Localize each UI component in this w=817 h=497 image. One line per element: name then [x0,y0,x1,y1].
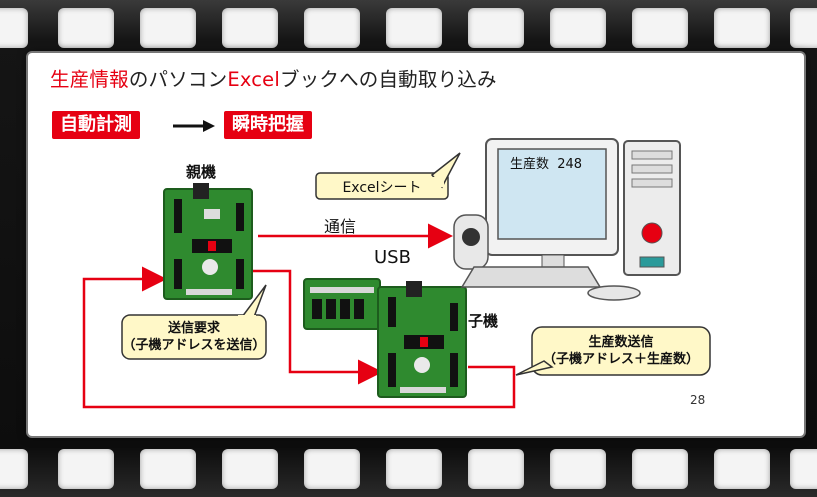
parent-board-icon [163,183,253,300]
slide-title: 生産情報のパソコンExcelブックへの自動取り込み [50,63,497,92]
send-request-callout: 送信要求 （子機アドレスを送信） [122,320,266,354]
excel-callout-text: Excelシート [342,180,422,196]
title-text-pc: のパソコン [128,68,228,91]
film-hole [0,449,28,489]
count-send-callout: 生産数送信 （子機アドレス＋生産数） [532,334,710,368]
film-hole [304,8,360,48]
film-hole [222,449,278,489]
film-hole [790,449,817,489]
usb-label: USB [374,247,411,268]
count-send-title: 生産数送信 [588,335,654,350]
film-hole [714,449,770,489]
title-highlight-excel: Excel [227,68,280,91]
film-hole [140,449,196,489]
send-request-detail: （子機アドレスを送信） [122,338,266,353]
film-hole [304,449,360,489]
count-send-bubble [515,326,711,376]
auto-measure-box: 自動計測 [52,111,140,139]
reply-line [82,266,516,409]
film-hole [58,449,114,489]
film-hole [222,8,278,48]
film-hole [550,449,606,489]
film-hole [0,8,28,48]
film-hole [714,8,770,48]
film-hole [386,449,442,489]
comm-label: 通信 [324,217,357,236]
film-hole [632,449,688,489]
parent-unit-label: 親機 [186,163,217,181]
film-hole [790,8,817,48]
monitor-screen-text: 生産数 248 [510,157,583,172]
send-request-title: 送信要求 [167,321,220,336]
title-highlight-production: 生産情報 [50,68,129,91]
page-number: 28 [690,393,706,407]
film-hole [58,8,114,48]
child-unit-label: 子機 [468,312,499,330]
request-line [252,269,383,385]
excel-callout-bubble [315,152,461,200]
film-hole [632,8,688,48]
film-hole [468,449,524,489]
connection-diagram [82,138,711,409]
count-send-detail: （子機アドレス＋生産数） [542,352,699,367]
flow-arrow [173,120,215,132]
film-hole [386,8,442,48]
title-text-book: ブックへの自動取り込み [279,68,497,91]
film-hole [550,8,606,48]
send-request-bubble [121,284,267,360]
child-board-icon [377,281,467,398]
instant-grasp-box: 瞬時把握 [224,111,312,139]
film-hole [468,8,524,48]
slide: 生産情報のパソコンExcelブックへの自動取り込み 自動計測 瞬時把握 [28,53,804,436]
desktop-computer-icon [453,138,681,301]
sensor-board-icon [303,278,381,330]
film-hole [140,8,196,48]
